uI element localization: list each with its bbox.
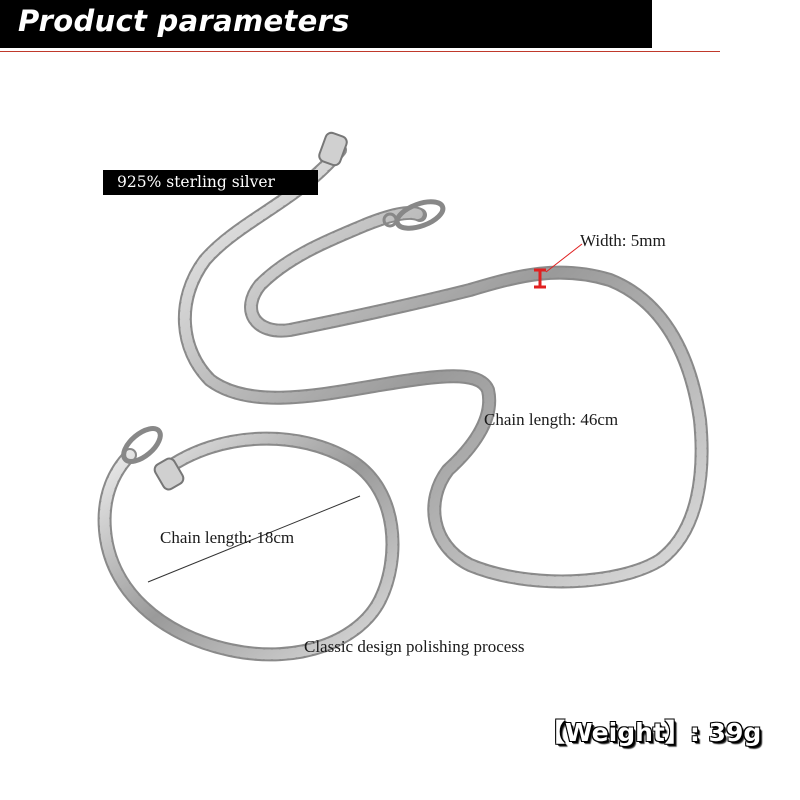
necklace-length-label: Chain length: 46cm [484, 410, 619, 429]
page-title: Product parameters [18, 4, 350, 38]
width-marker-icon [534, 243, 583, 289]
header-bar: Product parameters [0, 0, 652, 48]
width-label: Width: 5mm [580, 231, 666, 250]
necklace-chain [178, 143, 709, 589]
material-label: 925% sterling silver [117, 173, 275, 191]
bracelet-chain [97, 431, 400, 662]
necklace-clasp-icon [318, 131, 446, 231]
bracelet-length-label: Chain length: 18cm [160, 528, 295, 547]
material-badge: 925% sterling silver [103, 170, 318, 195]
bracelet-clasp-icon [121, 426, 185, 491]
design-label: Classic design polishing process [304, 637, 525, 656]
bracelet-length-leader [147, 495, 361, 583]
weight-label: 【Weight】: 39g [540, 718, 762, 747]
header-divider [0, 51, 720, 52]
